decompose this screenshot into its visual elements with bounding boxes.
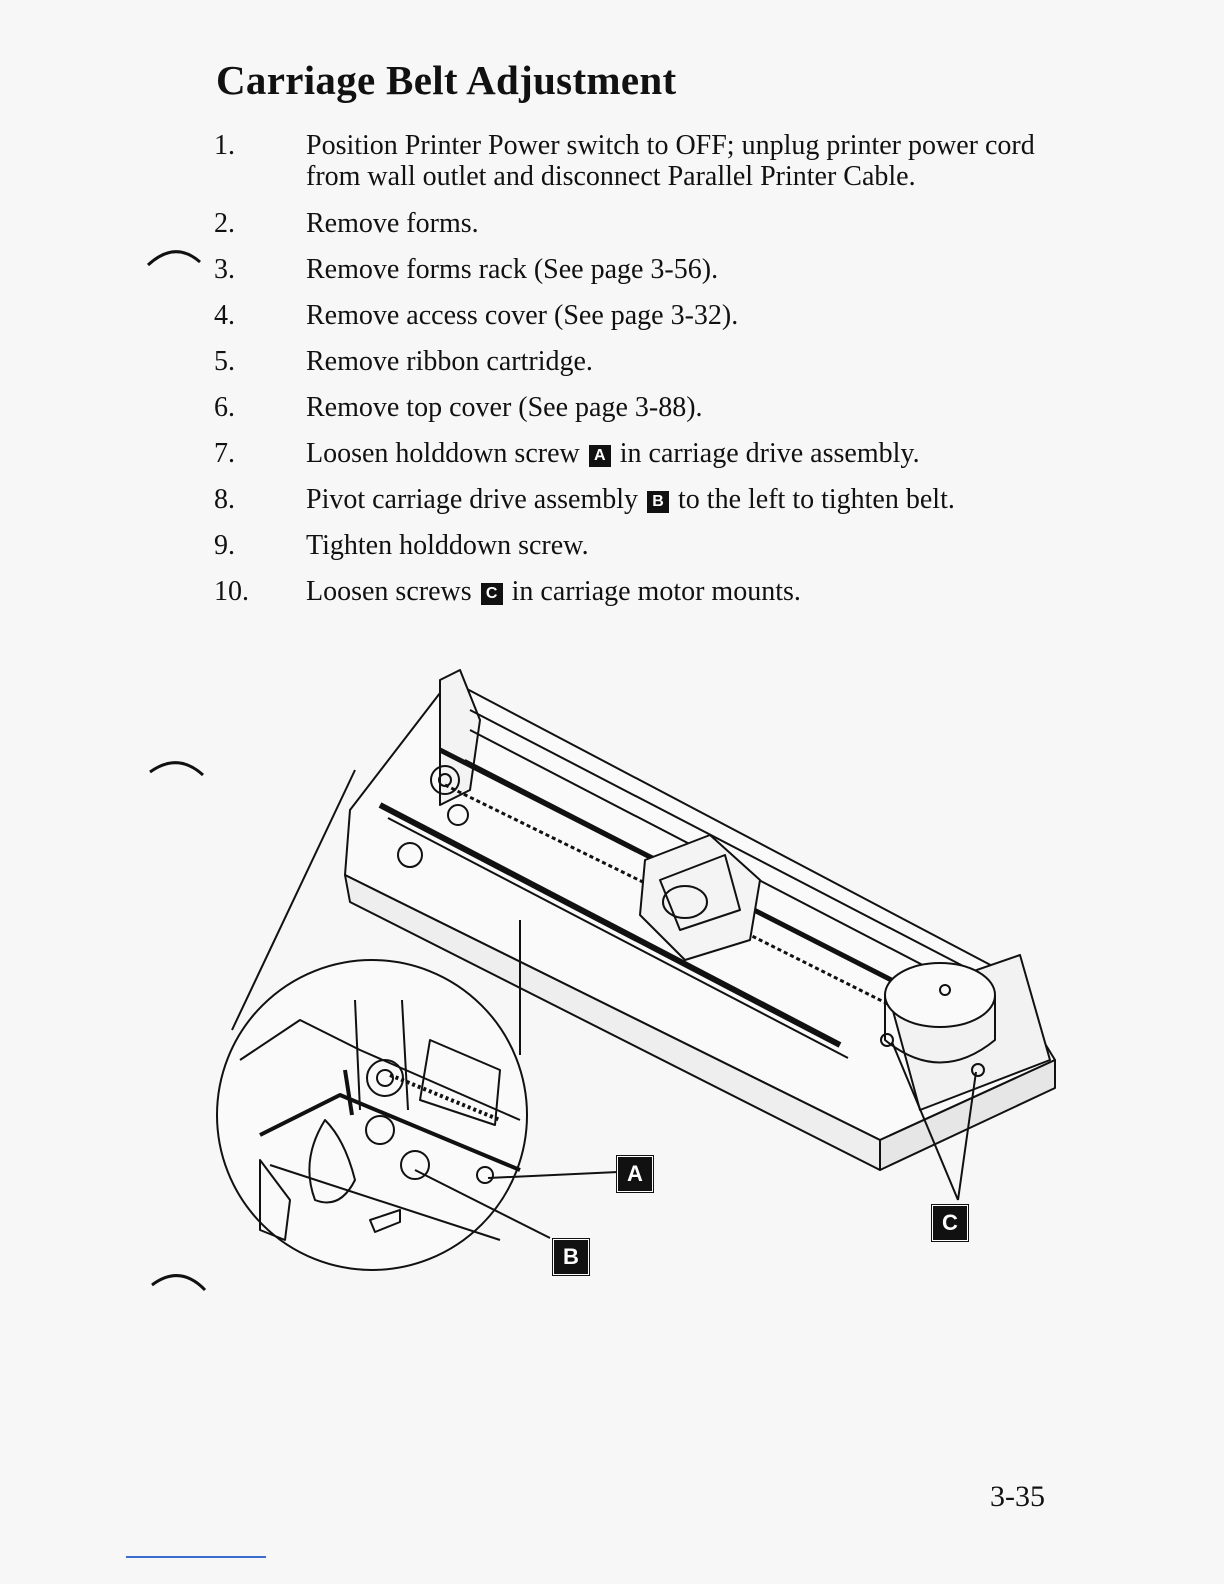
step-number: 4. bbox=[214, 300, 235, 331]
step-text: Remove ribbon cartridge. bbox=[306, 346, 593, 377]
step-text: Position Printer Power switch to OFF; un… bbox=[306, 130, 1035, 192]
step-text: Loosen screws C in carriage motor mounts… bbox=[306, 576, 1066, 607]
step-text: Remove top cover (See page 3-88). bbox=[306, 392, 703, 423]
step-number: 1. bbox=[214, 130, 235, 161]
footer-rule bbox=[126, 1556, 266, 1558]
step-text: Remove access cover (See page 3-32). bbox=[306, 300, 739, 331]
page-number: 3-35 bbox=[990, 1480, 1045, 1513]
step-text: Pivot carriage drive assembly B to the l… bbox=[306, 484, 1066, 515]
step-number: 10. bbox=[214, 576, 249, 607]
step-text-before: Loosen holddown screw bbox=[306, 438, 580, 469]
callout-badge-c: C bbox=[480, 583, 503, 605]
page-title: Carriage Belt Adjustment bbox=[216, 57, 677, 103]
step-text-before: Loosen screws bbox=[306, 576, 472, 607]
step-text: Tighten holddown screw. bbox=[306, 530, 589, 561]
step-text-after: in carriage drive assembly. bbox=[619, 438, 920, 469]
step-number: 7. bbox=[214, 438, 235, 469]
step-number: 2. bbox=[214, 208, 235, 239]
step-number: 8. bbox=[214, 484, 235, 515]
carriage-drive-illustration bbox=[216, 669, 1056, 1271]
callout-b: B bbox=[552, 1238, 590, 1276]
callout-badge-b: B bbox=[647, 491, 670, 513]
step-text-before: Pivot carriage drive assembly bbox=[306, 484, 639, 515]
step-number: 5. bbox=[214, 346, 235, 377]
step-text: Remove forms rack (See page 3-56). bbox=[306, 254, 719, 285]
step-text-after: to the left to tighten belt. bbox=[678, 484, 955, 515]
binder-mark-top bbox=[146, 250, 201, 267]
step-text-after: in carriage motor mounts. bbox=[511, 576, 801, 607]
step-text: Loosen holddown screw A in carriage driv… bbox=[306, 438, 1066, 469]
step-number: 9. bbox=[214, 530, 235, 561]
step-number: 6. bbox=[214, 392, 235, 423]
callout-a: A bbox=[616, 1155, 654, 1193]
callout-badge-a: A bbox=[588, 445, 611, 467]
step-number: 3. bbox=[214, 254, 235, 285]
callout-c: C bbox=[931, 1204, 969, 1242]
step-text: Remove forms. bbox=[306, 208, 479, 239]
